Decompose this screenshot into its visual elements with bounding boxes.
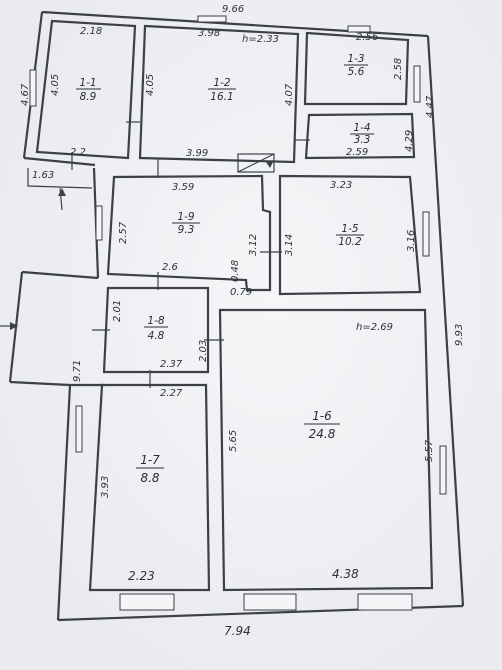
porch (27, 168, 93, 211)
dim-r15-right: 3.16 (406, 230, 417, 252)
dim-r18-bottom: 2.37 (160, 359, 183, 370)
room-1-3-id: 1-3 (347, 53, 364, 65)
room-1-1-id: 1-1 (79, 77, 96, 89)
ceiling-height-top: h=2.33 (242, 34, 279, 45)
window-left-1-9 (95, 205, 103, 241)
dim-r12-top: 3.98 (198, 28, 220, 39)
dim-r12-left: 4.05 (145, 74, 156, 96)
room-1-1-area: 8.9 (80, 91, 97, 103)
entrance-arrow (0, 322, 18, 330)
dim-r19-b: 0.79 (230, 287, 252, 298)
dim-r18-right: 2.03 (198, 340, 209, 362)
inner-walls (35, 19, 434, 592)
dimensions-vertical: 4.67 4.05 4.05 4.07 2.58 4.29 4.47 2.57 … (20, 58, 465, 498)
window-left-1-1 (29, 69, 37, 107)
dim-right-total: 9.93 (454, 324, 465, 346)
dim-r13-top: 2.56 (356, 32, 378, 43)
dim-top-total: 9.66 (222, 4, 244, 15)
room-1-2: 1-2 16.1 (208, 77, 236, 103)
dim-left-total: 9.71 (72, 360, 83, 382)
room-1-8: 1-8 4.8 (144, 315, 168, 342)
room-1-1: 1-1 8.9 (76, 77, 101, 103)
dim-r15-top: 3.23 (330, 180, 352, 191)
dim-r12-bottom: 3.99 (186, 148, 208, 159)
dim-right-upper: 4.47 (425, 95, 436, 118)
window-right-1-6 (439, 445, 447, 495)
room-1-9: 1-9 9.3 (172, 211, 200, 236)
dim-r17-top: 2.27 (160, 388, 183, 399)
room-1-5-id: 1-5 (341, 223, 358, 235)
window-top (197, 15, 227, 23)
window-bottom-1-6-b (357, 593, 413, 611)
window-right-1-3 (413, 65, 421, 103)
dim-r17-bottom: 2.23 (128, 569, 155, 583)
room-1-9-id: 1-9 (177, 211, 194, 223)
dim-r12-right: 4.07 (284, 83, 295, 106)
dim-r19-a: 0.48 (230, 260, 241, 282)
room-1-8-id: 1-8 (147, 315, 164, 327)
vent-box (237, 153, 275, 173)
dim-r13-side: 2.58 (393, 58, 404, 80)
dim-r19-bottom: 2.6 (162, 262, 178, 273)
window-left-1-7 (75, 405, 83, 453)
room-1-3: 1-3 5.6 (344, 53, 368, 78)
room-1-7-area: 8.8 (140, 471, 159, 485)
dim-r16-right: 5.57 (424, 439, 435, 462)
window-bottom-1-6-a (243, 593, 297, 611)
room-1-3-area: 5.6 (348, 66, 365, 78)
dim-bottom-total: 7.94 (224, 624, 251, 638)
window-bottom-1-7 (119, 593, 175, 611)
room-1-2-area: 16.1 (210, 91, 233, 103)
room-1-2-id: 1-2 (213, 77, 230, 89)
room-1-6-area: 24.8 (309, 427, 336, 441)
room-1-8-area: 4.8 (148, 330, 165, 342)
dim-r11-bottom: 2.2 (70, 147, 86, 158)
room-1-4-area: 3.3 (354, 134, 371, 146)
room-1-5-area: 10.2 (338, 236, 362, 248)
dim-r14-bottom: 2.59 (346, 147, 368, 158)
room-1-7: 1-7 8.8 (136, 453, 164, 485)
ceiling-heights: h=2.33 h=2.69 (242, 34, 393, 333)
dim-r11-side: 4.05 (50, 74, 61, 96)
dim-r18-left: 2.01 (112, 300, 123, 322)
dim-r16-bottom: 4.38 (332, 567, 359, 581)
window-right-1-5 (422, 211, 430, 257)
dim-r14-side: 4.29 (404, 130, 415, 152)
dimensions-horizontal: 9.66 7.94 2.18 3.98 2.56 2.2 3.99 2.59 1… (32, 4, 378, 638)
dim-r17-left: 3.93 (100, 476, 111, 498)
dim-porch: 1.63 (32, 170, 54, 181)
room-1-7-id: 1-7 (140, 453, 160, 467)
room-labels: 1-1 8.9 1-2 16.1 1-3 5.6 1-4 3.3 1-9 9.3… (76, 53, 374, 485)
room-1-6: 1-6 24.8 (304, 409, 340, 441)
room-1-9-area: 9.3 (178, 224, 195, 236)
room-1-4: 1-4 3.3 (350, 122, 374, 146)
dim-r15-left: 3.14 (284, 234, 295, 256)
dim-left-upper: 4.67 (20, 83, 31, 106)
dim-r19-right: 3.12 (248, 234, 259, 256)
ceiling-height-right: h=2.69 (356, 322, 393, 333)
window-top-right (347, 25, 371, 33)
dim-r19-left: 2.57 (118, 221, 129, 244)
room-1-5: 1-5 10.2 (336, 223, 364, 248)
dim-r11-top: 2.18 (80, 26, 102, 37)
door-marks (71, 121, 310, 388)
room-1-4-id: 1-4 (353, 122, 370, 134)
dim-r19-top: 3.59 (172, 182, 194, 193)
room-1-6-id: 1-6 (312, 409, 332, 423)
windows (29, 15, 447, 611)
dim-r16-left: 5.65 (228, 430, 239, 452)
